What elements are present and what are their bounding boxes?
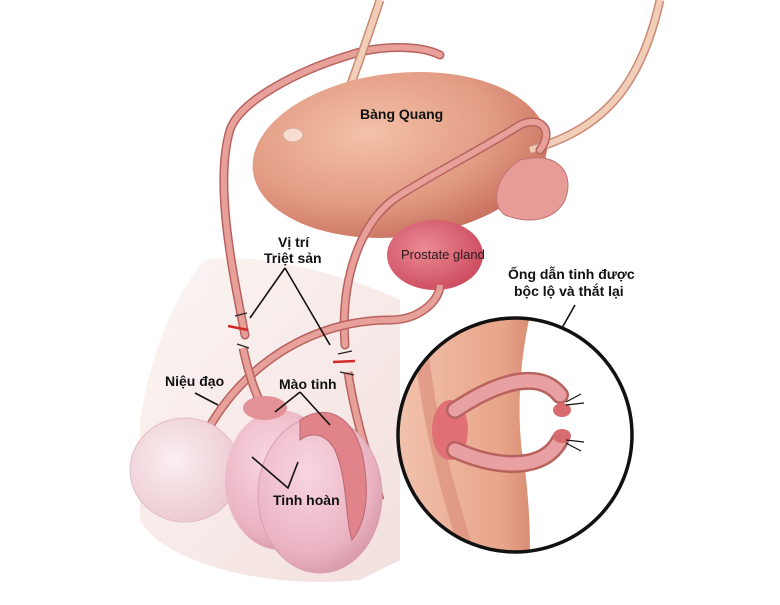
penis <box>129 417 241 523</box>
epididymis <box>299 411 367 542</box>
ureter-right <box>528 0 665 155</box>
label-vasectomy-site-2: Triệt sản <box>264 250 322 266</box>
cut-mark-left <box>227 324 249 332</box>
inset-ring <box>396 316 634 554</box>
prostate-gland <box>387 220 483 290</box>
label-inset-2: bộc lộ và thắt lại <box>514 283 624 299</box>
label-inset-1: Ống dẫn tinh được <box>508 266 635 282</box>
cut-mark-right <box>332 359 356 364</box>
seminal-vesicle <box>496 157 569 221</box>
label-bladder: Bàng Quang <box>360 106 444 122</box>
inset-detail <box>398 318 632 552</box>
label-epididymis: Mào tinh <box>279 376 337 392</box>
label-prostate: Prostate gland <box>401 247 485 262</box>
epididymis-head-left <box>243 396 287 420</box>
label-urethra: Niệu đạo <box>165 373 225 389</box>
bladder <box>252 71 548 239</box>
label-testes: Tinh hoàn <box>273 492 340 508</box>
label-vasectomy-site-1: Vị trí <box>278 234 310 250</box>
